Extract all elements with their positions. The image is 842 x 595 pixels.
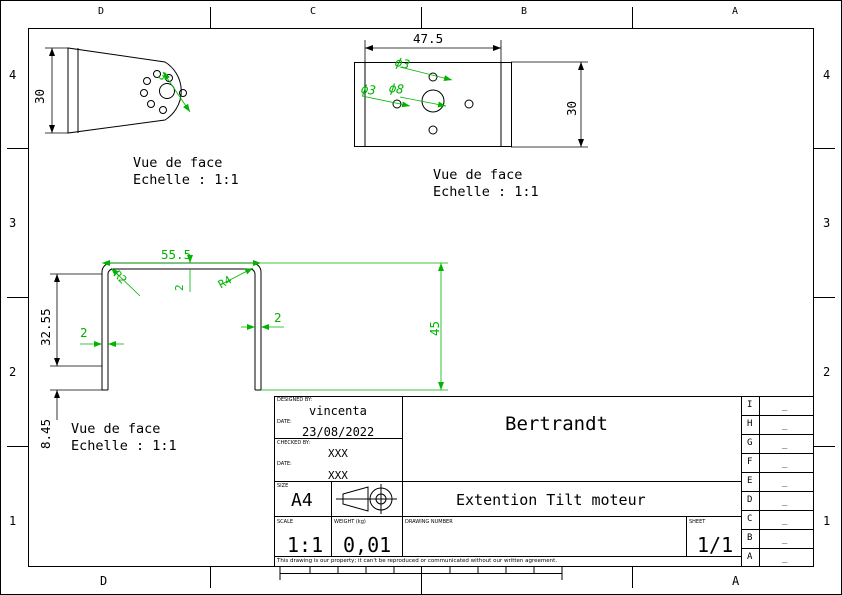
zone-right-2: 2 bbox=[823, 365, 831, 379]
checked-by-value: XXX bbox=[328, 447, 348, 460]
revision-value: _ bbox=[782, 497, 788, 507]
sheet-label: SHEET bbox=[689, 519, 706, 525]
dim-v2-width: 47.5 bbox=[413, 31, 444, 46]
dim-v3-thickness-top: 2 bbox=[173, 284, 186, 291]
zone-top-a: A bbox=[732, 6, 739, 17]
weight-label: WEIGHT (kg) bbox=[334, 519, 366, 525]
dim-v3-height-45: 45 bbox=[427, 320, 442, 336]
zone-top-b: B bbox=[521, 6, 528, 17]
designed-by-label: DESIGNED BY: bbox=[277, 397, 313, 403]
revision-letter: A bbox=[747, 552, 753, 562]
zone-left-1: 1 bbox=[9, 514, 17, 528]
view-1-green-dims bbox=[162, 71, 191, 113]
view-1-title: Vue de face bbox=[133, 155, 223, 171]
revision-letter: G bbox=[747, 438, 753, 448]
dim-v3-thickness-right: 2 bbox=[274, 310, 282, 325]
disclaimer-text: This drawing is our property; it can't b… bbox=[277, 558, 558, 564]
zone-left-3: 3 bbox=[9, 216, 17, 230]
revision-letter: D bbox=[747, 495, 753, 505]
date2-label: DATE: bbox=[277, 461, 292, 467]
revision-letter: B bbox=[747, 533, 753, 543]
scale-value: 1:1 bbox=[287, 533, 324, 557]
view-2-dims bbox=[364, 40, 588, 148]
revision-value: _ bbox=[782, 440, 788, 450]
revision-letter: C bbox=[747, 514, 753, 524]
date-value: 23/08/2022 bbox=[302, 425, 375, 439]
view-3-green-dims bbox=[80, 255, 448, 391]
view-1-caption: Vue de face Echelle : 1:1 bbox=[133, 155, 239, 189]
revision-letter: E bbox=[747, 476, 753, 486]
view-2-title: Vue de face bbox=[433, 167, 523, 183]
revision-letter: H bbox=[747, 419, 753, 429]
dim-v3-height-8: 8.45 bbox=[38, 418, 53, 449]
company-name: Bertrandt bbox=[505, 413, 608, 435]
projection-symbol-icon bbox=[336, 484, 397, 514]
weight-value: 0,01 bbox=[343, 533, 392, 557]
zone-bottom-d: D bbox=[100, 574, 108, 588]
view-3-black-dims bbox=[50, 273, 102, 420]
dim-v2-dia-left: ϕ3 bbox=[359, 81, 377, 98]
sheet-value: 1/1 bbox=[697, 533, 734, 557]
view-2-caption: Vue de face Echelle : 1:1 bbox=[433, 167, 539, 201]
zone-left-2: 2 bbox=[9, 365, 17, 379]
zone-bottom-a: A bbox=[732, 574, 740, 588]
scale-label: SCALE bbox=[277, 519, 294, 525]
revision-value: _ bbox=[782, 459, 788, 469]
view-2-top bbox=[354, 62, 512, 147]
zone-left-4: 4 bbox=[9, 68, 17, 82]
view-2-scale: Echelle : 1:1 bbox=[433, 184, 539, 200]
dim-v2-height: 30 bbox=[564, 100, 579, 116]
view-1-dims bbox=[45, 47, 68, 134]
zone-right-4: 4 bbox=[823, 68, 831, 82]
date-label: DATE: bbox=[277, 419, 292, 425]
size-label: SIZE bbox=[277, 483, 289, 489]
revision-value: _ bbox=[782, 554, 788, 564]
dim-v1-height: 30 bbox=[32, 88, 47, 104]
inner-border bbox=[28, 28, 814, 567]
drawing-title: Extention Tilt moteur bbox=[456, 491, 646, 509]
zone-right-1: 1 bbox=[823, 514, 831, 528]
checked-by-label: CHECKED BY: bbox=[277, 440, 311, 446]
dim-v3-width: 55.5 bbox=[161, 247, 192, 262]
zone-top-c: C bbox=[310, 6, 317, 17]
title-block-grid bbox=[274, 396, 814, 567]
view-1-plate bbox=[67, 47, 187, 134]
drawing-number-label: DRAWING NUMBER bbox=[405, 519, 453, 525]
size-value: A4 bbox=[291, 490, 313, 511]
revision-letter: I bbox=[747, 400, 753, 410]
dim-v2-dia-large: ϕ8 bbox=[387, 80, 405, 97]
revision-value: _ bbox=[782, 421, 788, 431]
view-2-green-dims bbox=[361, 66, 453, 108]
zone-right-3: 3 bbox=[823, 216, 831, 230]
revision-value: _ bbox=[782, 478, 788, 488]
view-3-title: Vue de face bbox=[71, 421, 161, 437]
zone-top-d: D bbox=[98, 6, 105, 17]
view-1-scale: Echelle : 1:1 bbox=[133, 172, 239, 188]
designed-by-value: vincenta bbox=[309, 404, 367, 418]
revision-letter: F bbox=[747, 457, 753, 467]
view-3-caption: Vue de face Echelle : 1:1 bbox=[71, 421, 177, 455]
dim-v3-thickness-left: 2 bbox=[80, 325, 88, 340]
revision-value: _ bbox=[782, 535, 788, 545]
date2-value: XXX bbox=[328, 469, 348, 482]
revision-value: _ bbox=[782, 516, 788, 526]
dim-v3-height-32: 32.55 bbox=[38, 308, 53, 346]
view-3-scale: Echelle : 1:1 bbox=[71, 438, 177, 454]
revision-value: _ bbox=[782, 402, 788, 412]
